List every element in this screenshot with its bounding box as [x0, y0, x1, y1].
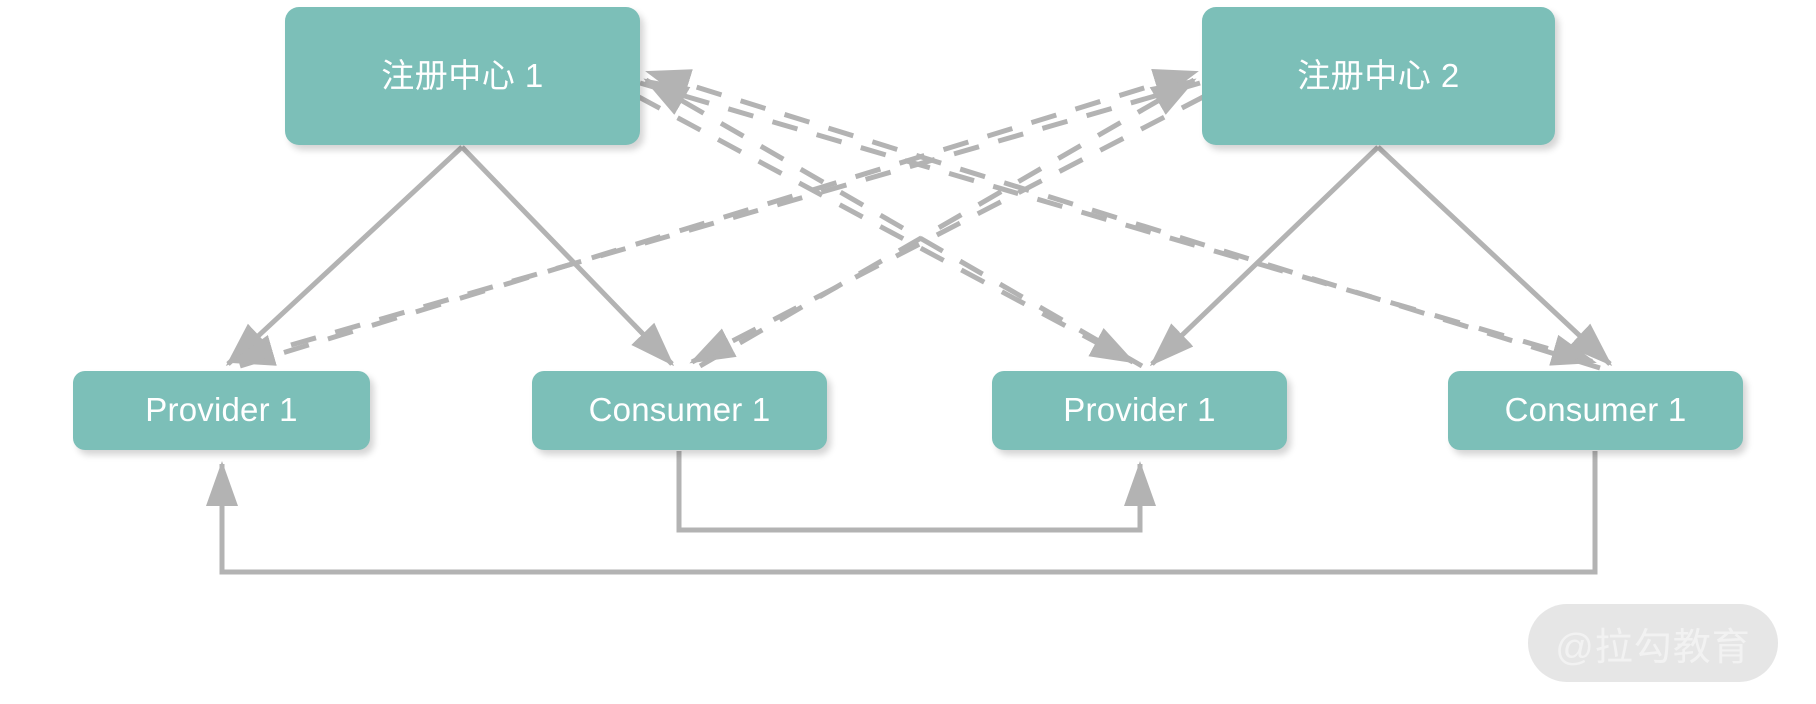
node-consumer-1a[interactable]: Consumer 1	[532, 371, 827, 450]
node-provider-1b[interactable]: Provider 1	[992, 371, 1287, 450]
edge-registry2-to-provider1b	[1149, 145, 1380, 367]
node-consumer-1a-label: Consumer 1	[588, 391, 771, 429]
edge-consumer1b-to-provider1a	[205, 451, 1598, 575]
node-provider-1a[interactable]: Provider 1	[73, 371, 370, 450]
edge-provider1a-to-registry2	[239, 69, 1199, 369]
node-registry-1[interactable]: 注册中心 1	[285, 7, 640, 145]
edge-registry1-to-consumer1b	[639, 80, 1597, 366]
node-registry-1-label: 注册中心 1	[381, 56, 544, 94]
edge-consumer1b-to-registry1	[645, 69, 1601, 371]
watermark-text: @拉勾教育	[1555, 626, 1751, 669]
node-consumer-1b-label: Consumer 1	[1504, 391, 1687, 429]
node-registry-2[interactable]: 注册中心 2	[1202, 7, 1555, 145]
edge-registry1-to-provider1a	[225, 145, 464, 367]
node-provider-1b-label: Provider 1	[1063, 391, 1216, 429]
edge-consumer1a-to-registry2	[698, 77, 1197, 369]
watermark-badge: @拉勾教育	[1528, 604, 1778, 682]
edge-provider1b-to-registry1	[643, 77, 1144, 369]
edge-registry2-to-consumer1a	[689, 93, 1207, 365]
edge-registry1-to-provider1b	[635, 93, 1136, 365]
node-registry-2-label: 注册中心 2	[1297, 56, 1460, 94]
edge-consumer1a-to-provider1b	[676, 451, 1156, 533]
node-provider-1a-label: Provider 1	[145, 391, 298, 429]
edge-registry2-to-provider1a	[229, 80, 1201, 366]
edge-registry1-to-consumer1a	[460, 145, 675, 367]
edge-registry2-to-consumer1b	[1376, 145, 1613, 367]
node-consumer-1b[interactable]: Consumer 1	[1448, 371, 1743, 450]
